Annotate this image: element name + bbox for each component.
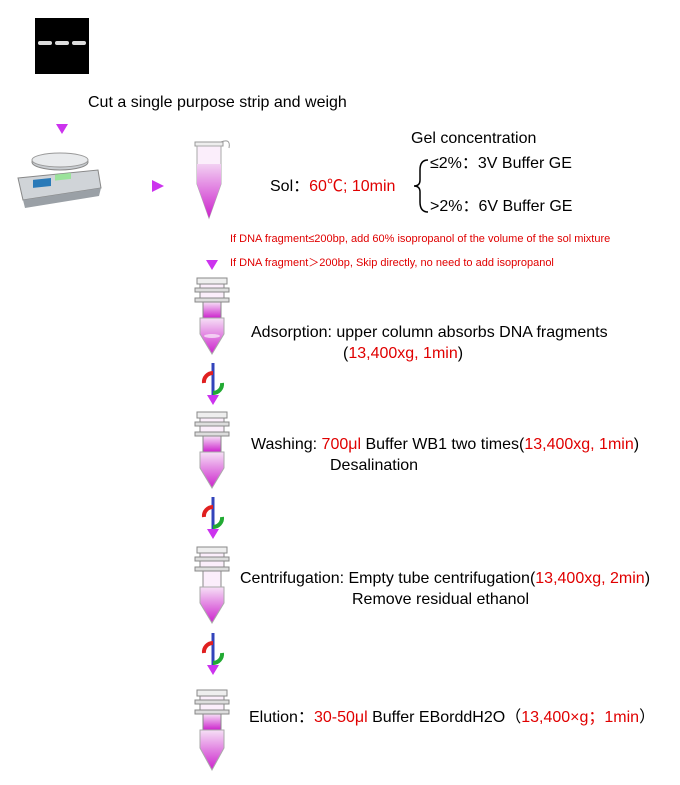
elution-close: ） — [639, 709, 656, 726]
centrifugation-label: Centrifugation: Empty tube centrifugatio… — [240, 570, 536, 587]
washing-close: ) — [633, 436, 640, 453]
adsorption-conditions-line: (13,400xg, 1min) — [343, 345, 463, 363]
centrifuge-arrow-icon-3 — [201, 633, 225, 675]
washing-label: Washing: — [251, 436, 322, 453]
note-line-1: If DNA fragment≤200bp, add 60% isopropan… — [230, 233, 611, 245]
arrow-down-1 — [56, 86, 68, 134]
centrifugation-conditions: 13,400xg, 2min — [535, 570, 645, 587]
centrifugation-sub: Remove residual ethanol — [352, 591, 529, 608]
elution-label: Elution： — [249, 709, 314, 726]
spin-column-icon-3 — [194, 546, 230, 624]
centrifugation-close: ) — [644, 570, 651, 587]
elution-line: Elution：30-50μl Buffer EBorddH2O（13,400×… — [249, 709, 655, 727]
washing-sub: Desalination — [330, 457, 419, 474]
arrow-down-2 — [206, 226, 218, 270]
sol-label: Sol：60℃; 10min — [270, 178, 395, 196]
note-line-2: If DNA fragment＞200bp, Skip directly, no… — [230, 257, 554, 269]
centrifuge-arrow-icon-1 — [201, 363, 225, 405]
gel-option-2: >2%：6V Buffer GE — [430, 198, 573, 215]
centrifuge-arrow-icon-2 — [201, 497, 225, 539]
washing-conditions: 13,400xg, 1min — [524, 436, 634, 453]
microtube-icon — [194, 140, 230, 220]
sol-prefix: Sol： — [270, 178, 310, 195]
sol-conditions: 60℃; 10min — [309, 178, 396, 195]
adsorption-text: Adsorption: upper column absorbs DNA fra… — [251, 324, 608, 341]
spin-column-icon-4 — [194, 689, 230, 772]
gel-option-1: ≤2%：3V Buffer GE — [430, 155, 572, 172]
washing-text: Buffer WB1 two times( — [361, 436, 525, 453]
spin-column-icon-2 — [194, 411, 230, 489]
arrow-right-1 — [116, 180, 164, 192]
gel-concentration-title: Gel concentration — [411, 130, 537, 147]
elution-buffer: Buffer EBorddH2O（ — [367, 709, 522, 726]
washing-volume: 700μl — [321, 436, 362, 453]
washing-line: Washing: 700μl Buffer WB1 two times(13,4… — [251, 436, 639, 454]
balance-icon — [17, 152, 102, 208]
elution-conditions: 13,400×g；1min — [521, 709, 640, 726]
adsorption-conditions: 13,400xg, 1min — [348, 345, 458, 362]
spin-column-icon — [194, 277, 230, 355]
gel-image — [35, 18, 89, 74]
adsorption-paren-close: ) — [457, 345, 464, 362]
brace-icon — [413, 159, 429, 213]
step1-label: Cut a single purpose strip and weigh — [88, 94, 347, 111]
elution-volume: 30-50μl — [313, 709, 368, 726]
adsorption-paren-open: ( — [343, 345, 349, 362]
centrifugation-line: Centrifugation: Empty tube centrifugatio… — [240, 570, 650, 588]
